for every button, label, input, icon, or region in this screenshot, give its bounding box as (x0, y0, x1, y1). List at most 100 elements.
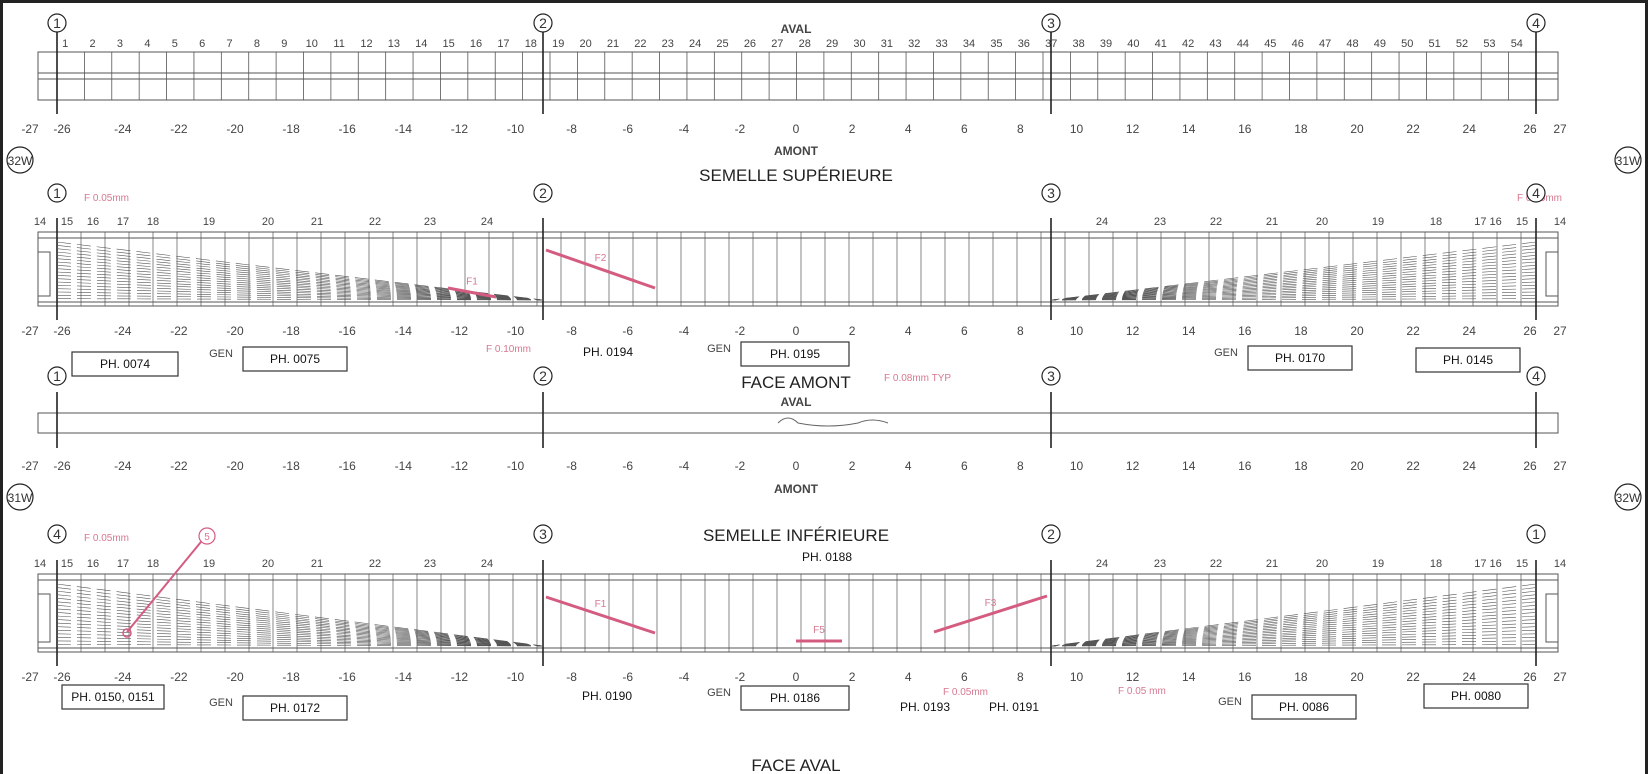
strand-line (56, 615, 544, 647)
axis-tick-label: 14 (1182, 670, 1196, 684)
strand-line (1050, 281, 1537, 301)
panel-number: 6 (199, 38, 205, 50)
panel-number: 44 (1237, 38, 1249, 50)
strand-line (1050, 644, 1537, 647)
axis-tick-label: -6 (622, 459, 633, 473)
panel-number: 42 (1182, 38, 1194, 50)
stiffener-number: 22 (369, 558, 381, 570)
crack-point (122, 628, 132, 638)
strand-line (56, 281, 544, 301)
strand-line (56, 622, 544, 647)
support-marker: 1 (1526, 524, 1546, 544)
support-marker: 4 (47, 524, 67, 544)
support-circle (47, 524, 67, 544)
support-circle (533, 183, 553, 203)
panel-number: 41 (1155, 38, 1167, 50)
photo-box (242, 346, 348, 372)
support-number: 2 (1047, 526, 1055, 542)
support-marker: 3 (1041, 183, 1061, 203)
axis-tick-label: -12 (451, 670, 469, 684)
marker-circle (198, 527, 216, 545)
axis-tick-label: 26 (1523, 324, 1537, 338)
panel-number: 34 (963, 38, 975, 50)
strand-line (56, 597, 544, 647)
panel-number: 15 (443, 38, 455, 50)
strand-line (56, 608, 544, 647)
crack-line (447, 286, 497, 299)
stiffener-number: 23 (424, 558, 436, 570)
strand-line (56, 291, 544, 301)
support-number: 2 (539, 15, 547, 31)
axis-tick-label: 16 (1238, 324, 1252, 338)
panel-number: 47 (1319, 38, 1331, 50)
strand-line (56, 275, 544, 301)
gen-tag: GEN (1218, 696, 1242, 708)
axis-tick-label: -6 (622, 670, 633, 684)
strand-line (56, 637, 544, 647)
stiffener-number: 14 (34, 558, 46, 570)
axis-tick-label: 12 (1126, 670, 1140, 684)
strand-line (1050, 271, 1537, 301)
axis-tick-label: -8 (566, 324, 577, 338)
support-marker: 2 (533, 366, 553, 386)
photo-ref: PH. 0188 (802, 550, 852, 564)
axis-tick-label: 6 (961, 459, 968, 473)
strand-line (56, 268, 544, 301)
support-circle (1526, 13, 1546, 33)
stiffener-number: 16 (87, 216, 99, 228)
axis-tick-label: -18 (282, 459, 300, 473)
amont-label: AMONT (774, 144, 819, 158)
axis-tick-label: 26 (1523, 459, 1537, 473)
girder-circle (6, 146, 34, 174)
photo-box (61, 684, 165, 710)
axis-tick-label: -20 (226, 122, 244, 136)
strand-line (56, 295, 544, 301)
strand-line (56, 587, 544, 647)
strand-line (56, 640, 544, 647)
photo-ref: PH. 0074 (71, 351, 179, 377)
leader-line (126, 536, 206, 633)
strand-line (1050, 590, 1537, 647)
axis-tick-label: -27 (21, 324, 39, 338)
strand-line (1050, 594, 1537, 647)
axis-tick-label: -22 (170, 670, 188, 684)
panel-number: 29 (826, 38, 838, 50)
panel-number: 46 (1292, 38, 1304, 50)
photo-label: PH. 0075 (270, 352, 320, 366)
axis-tick-label: -2 (735, 459, 746, 473)
axis-tick-label: 12 (1126, 122, 1140, 136)
axis-tick-label: 6 (961, 122, 968, 136)
photo-box (1251, 694, 1357, 720)
axis-tick-label: -8 (566, 670, 577, 684)
support-marker: 4 (1526, 366, 1546, 386)
amont-label: AMONT (774, 482, 819, 496)
crack-id: F2 (595, 253, 607, 264)
photo-label: PH. 0186 (770, 691, 820, 705)
girder-id: 31W (8, 491, 33, 505)
support-number: 4 (53, 526, 61, 542)
girder-id: 31W (1616, 154, 1641, 168)
support-circle (1041, 366, 1061, 386)
strand-line (1050, 295, 1537, 301)
support-marker: 2 (1041, 524, 1061, 544)
panel-number: 53 (1483, 38, 1495, 50)
strand-line (1050, 629, 1537, 647)
axis-tick-label: 20 (1350, 459, 1364, 473)
strand-line (1050, 288, 1537, 301)
stiffener-number: 24 (481, 216, 493, 228)
support-number: 1 (53, 15, 61, 31)
strand-line (56, 605, 544, 647)
support-marker: 1 (47, 13, 67, 33)
section-title: SEMELLE INFÉRIEURE (703, 526, 889, 545)
strand-line (1050, 278, 1537, 301)
stiffener-number: 18 (1430, 558, 1442, 570)
panel-number: 12 (360, 38, 372, 50)
strand-line (56, 590, 544, 647)
stiffener-number: 14 (1554, 558, 1566, 570)
